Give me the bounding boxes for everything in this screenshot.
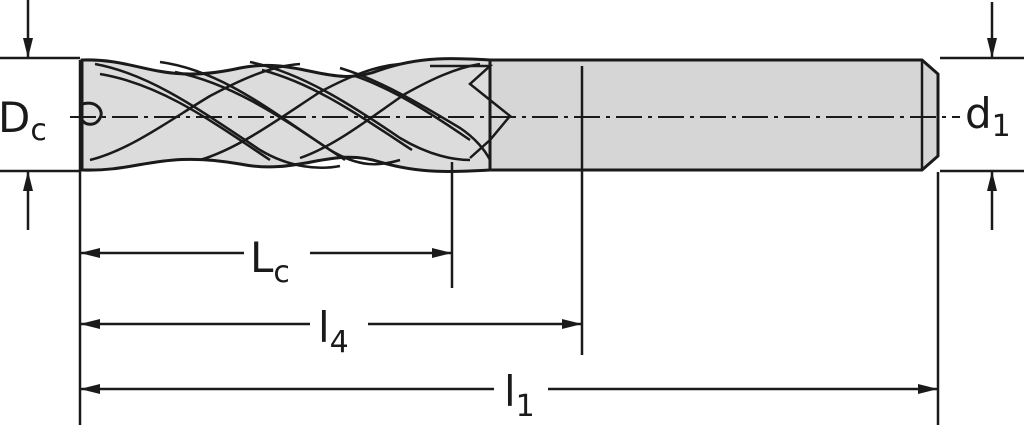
diameter-arrows [23, 0, 997, 230]
shank-body [428, 58, 940, 172]
label-body-length: l4 [318, 303, 349, 360]
helical-flutes [89, 60, 512, 169]
extension-lines [0, 56, 1024, 425]
tool-tip-end [80, 58, 103, 172]
label-overall-length: l1 [504, 367, 535, 424]
label-shank-diameter: d1 [965, 89, 1011, 144]
label-cutting-diameter: Dc [0, 93, 47, 148]
label-cutting-length: Lc [250, 233, 290, 290]
length-dimension-lines [80, 248, 938, 394]
